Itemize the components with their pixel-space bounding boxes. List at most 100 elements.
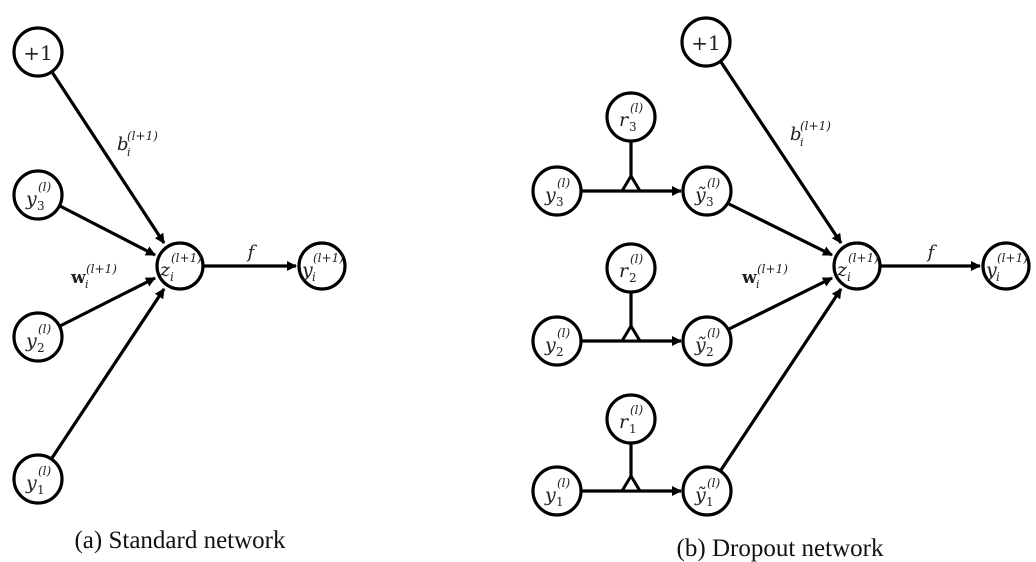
weight-vector-label: w i (l+1) — [70, 262, 117, 291]
label-sup: (l+1) — [757, 262, 788, 276]
multiply-gate-icon — [619, 473, 643, 493]
node-sup: (l+1) — [997, 251, 1028, 265]
thinned-node-ytilde3: ỹ 3 (l) — [681, 165, 733, 217]
node-sup: (l) — [630, 403, 644, 417]
output-node-y: y i (l+1) — [297, 241, 347, 291]
node-sup: (l) — [38, 464, 52, 478]
label-sub: i — [800, 136, 804, 149]
node-sup: (l) — [38, 322, 52, 336]
node-base: y — [25, 472, 37, 494]
node-sub: 2 — [629, 271, 637, 285]
dropout-row-3 — [581, 141, 682, 196]
node-sub: 3 — [37, 199, 45, 213]
node-sup: (l) — [707, 326, 721, 340]
edge-bias-to-z — [50, 71, 166, 244]
edge-y1-to-z — [50, 288, 166, 459]
caption-standard: (a) Standard network — [74, 527, 286, 554]
node-sup: (l) — [630, 101, 644, 115]
multiply-gate-icon — [619, 323, 643, 343]
input-node-y2: y 2 (l) — [12, 311, 64, 363]
node-base: y — [544, 334, 556, 356]
label-sub: i — [127, 146, 131, 159]
edge-y3-to-z — [59, 204, 156, 257]
bias-weight-label: b i (l+1) — [117, 129, 158, 159]
input-node-y1: y 1 (l) — [12, 453, 64, 505]
node-sub: 2 — [706, 345, 714, 359]
node-sub: i — [312, 270, 316, 284]
node-sub: i — [847, 270, 851, 284]
panel-standard: +1 y 3 (l) y 2 (l) y 1 (l) z i (l+1) — [12, 26, 347, 554]
bias-weight-label: b i (l+1) — [790, 119, 831, 149]
node-sub: 1 — [629, 422, 637, 436]
input-node-y3: y 3 (l) — [12, 169, 64, 221]
edge-ytilde3-to-z — [728, 202, 833, 257]
weight-vector-label: w i (l+1) — [741, 262, 788, 291]
label-sup: (l+1) — [800, 119, 831, 133]
node-base: ỹ — [694, 334, 706, 356]
panel-dropout: +1 r 3 (l) r 2 (l) r 1 (l) y 3 (l) — [531, 16, 1031, 562]
bias-node: +1 — [12, 26, 64, 78]
label-base: b — [790, 124, 802, 145]
node-sup: (l) — [707, 476, 721, 490]
node-sup: (l) — [557, 326, 571, 340]
input-node-y2: y 2 (l) — [531, 315, 583, 367]
mask-node-r1: r 1 (l) — [605, 393, 657, 445]
node-sub: i — [170, 270, 174, 284]
dropout-row-2 — [581, 292, 682, 346]
activation-label: f — [926, 242, 938, 263]
node-sub: i — [996, 270, 1000, 284]
input-node-y3: y 3 (l) — [531, 165, 583, 217]
caption-dropout: (b) Dropout network — [677, 535, 884, 562]
node-sub: 1 — [556, 495, 564, 509]
bias-node-label: +1 — [691, 31, 720, 55]
hidden-node-z: z i (l+1) — [155, 241, 205, 291]
node-base: r — [619, 109, 630, 131]
node-base: z — [836, 259, 848, 281]
node-sub: 1 — [37, 483, 45, 497]
label-base: b — [117, 134, 129, 155]
label-sup: (l+1) — [127, 129, 158, 143]
node-sup: (l) — [38, 180, 52, 194]
label-base: w — [741, 268, 757, 288]
edge-bias-to-z — [719, 61, 843, 244]
thinned-node-ytilde1: ỹ 1 (l) — [681, 465, 733, 517]
node-sup: (l+1) — [848, 251, 879, 265]
edge-y2-to-z — [59, 276, 156, 328]
node-base: r — [619, 411, 630, 433]
bias-node: +1 — [680, 16, 732, 68]
edge-ytilde2-to-z — [728, 276, 833, 331]
label-base: w — [70, 268, 86, 288]
node-sub: 2 — [37, 341, 45, 355]
node-base: ỹ — [694, 484, 706, 506]
node-base: y — [544, 484, 556, 506]
node-sup: (l) — [557, 176, 571, 190]
bias-node-label: +1 — [23, 41, 52, 65]
input-node-y1: y 1 (l) — [531, 465, 583, 517]
activation-label: f — [246, 242, 258, 263]
node-base: y — [301, 259, 313, 281]
label-sub: i — [85, 278, 89, 291]
edge-ytilde1-to-z — [719, 288, 843, 471]
node-base: z — [159, 259, 171, 281]
label-sup: (l+1) — [86, 262, 117, 276]
node-sup: (l+1) — [171, 251, 202, 265]
node-sub: 3 — [629, 120, 637, 134]
node-sup: (l) — [630, 252, 644, 266]
thinned-node-ytilde2: ỹ 2 (l) — [681, 315, 733, 367]
node-sup: (l) — [557, 476, 571, 490]
node-sub: 3 — [556, 195, 564, 209]
node-base: y — [25, 330, 37, 352]
node-base: y — [985, 259, 997, 281]
node-base: y — [544, 184, 556, 206]
node-sub: 2 — [556, 345, 564, 359]
hidden-node-z: z i (l+1) — [832, 241, 882, 291]
multiply-gate-icon — [619, 173, 643, 193]
node-sub: 3 — [706, 195, 714, 209]
mask-node-r2: r 2 (l) — [605, 242, 657, 294]
node-base: y — [25, 188, 37, 210]
output-node-y: y i (l+1) — [981, 241, 1031, 291]
node-base: ỹ — [694, 184, 706, 206]
node-sub: 1 — [706, 495, 714, 509]
node-sup: (l) — [707, 176, 721, 190]
